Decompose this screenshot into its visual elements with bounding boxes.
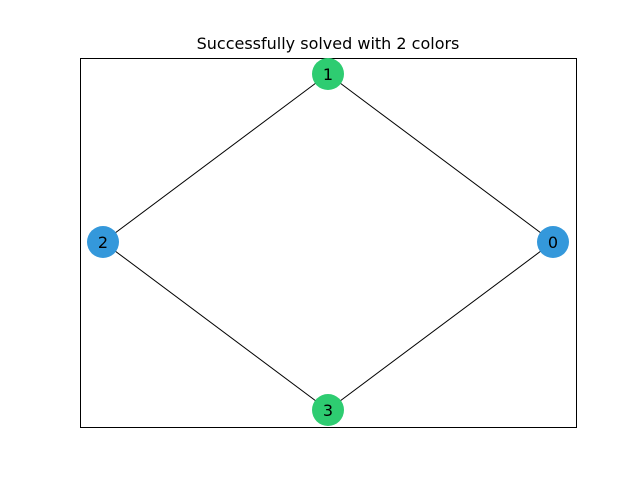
node-label-3: 3	[323, 401, 333, 420]
graph-node-3: 3	[312, 394, 344, 426]
graph-node-2: 2	[87, 226, 119, 258]
node-circle-3	[312, 394, 344, 426]
nodes-layer: 0 1 2 3	[87, 58, 569, 426]
graph-node-0: 0	[537, 226, 569, 258]
node-label-0: 0	[548, 233, 558, 252]
graph-node-1: 1	[312, 58, 344, 90]
plot-title: Successfully solved with 2 colors	[197, 34, 460, 53]
node-circle-2	[87, 226, 119, 258]
node-circle-0	[537, 226, 569, 258]
node-label-2: 2	[98, 233, 108, 252]
edges-layer	[102, 73, 554, 411]
edge-2-3	[102, 241, 329, 411]
node-label-1: 1	[323, 65, 333, 84]
edge-3-0	[327, 241, 554, 411]
edge-1-0	[327, 73, 554, 243]
node-circle-1	[312, 58, 344, 90]
edge-1-2	[102, 73, 329, 243]
